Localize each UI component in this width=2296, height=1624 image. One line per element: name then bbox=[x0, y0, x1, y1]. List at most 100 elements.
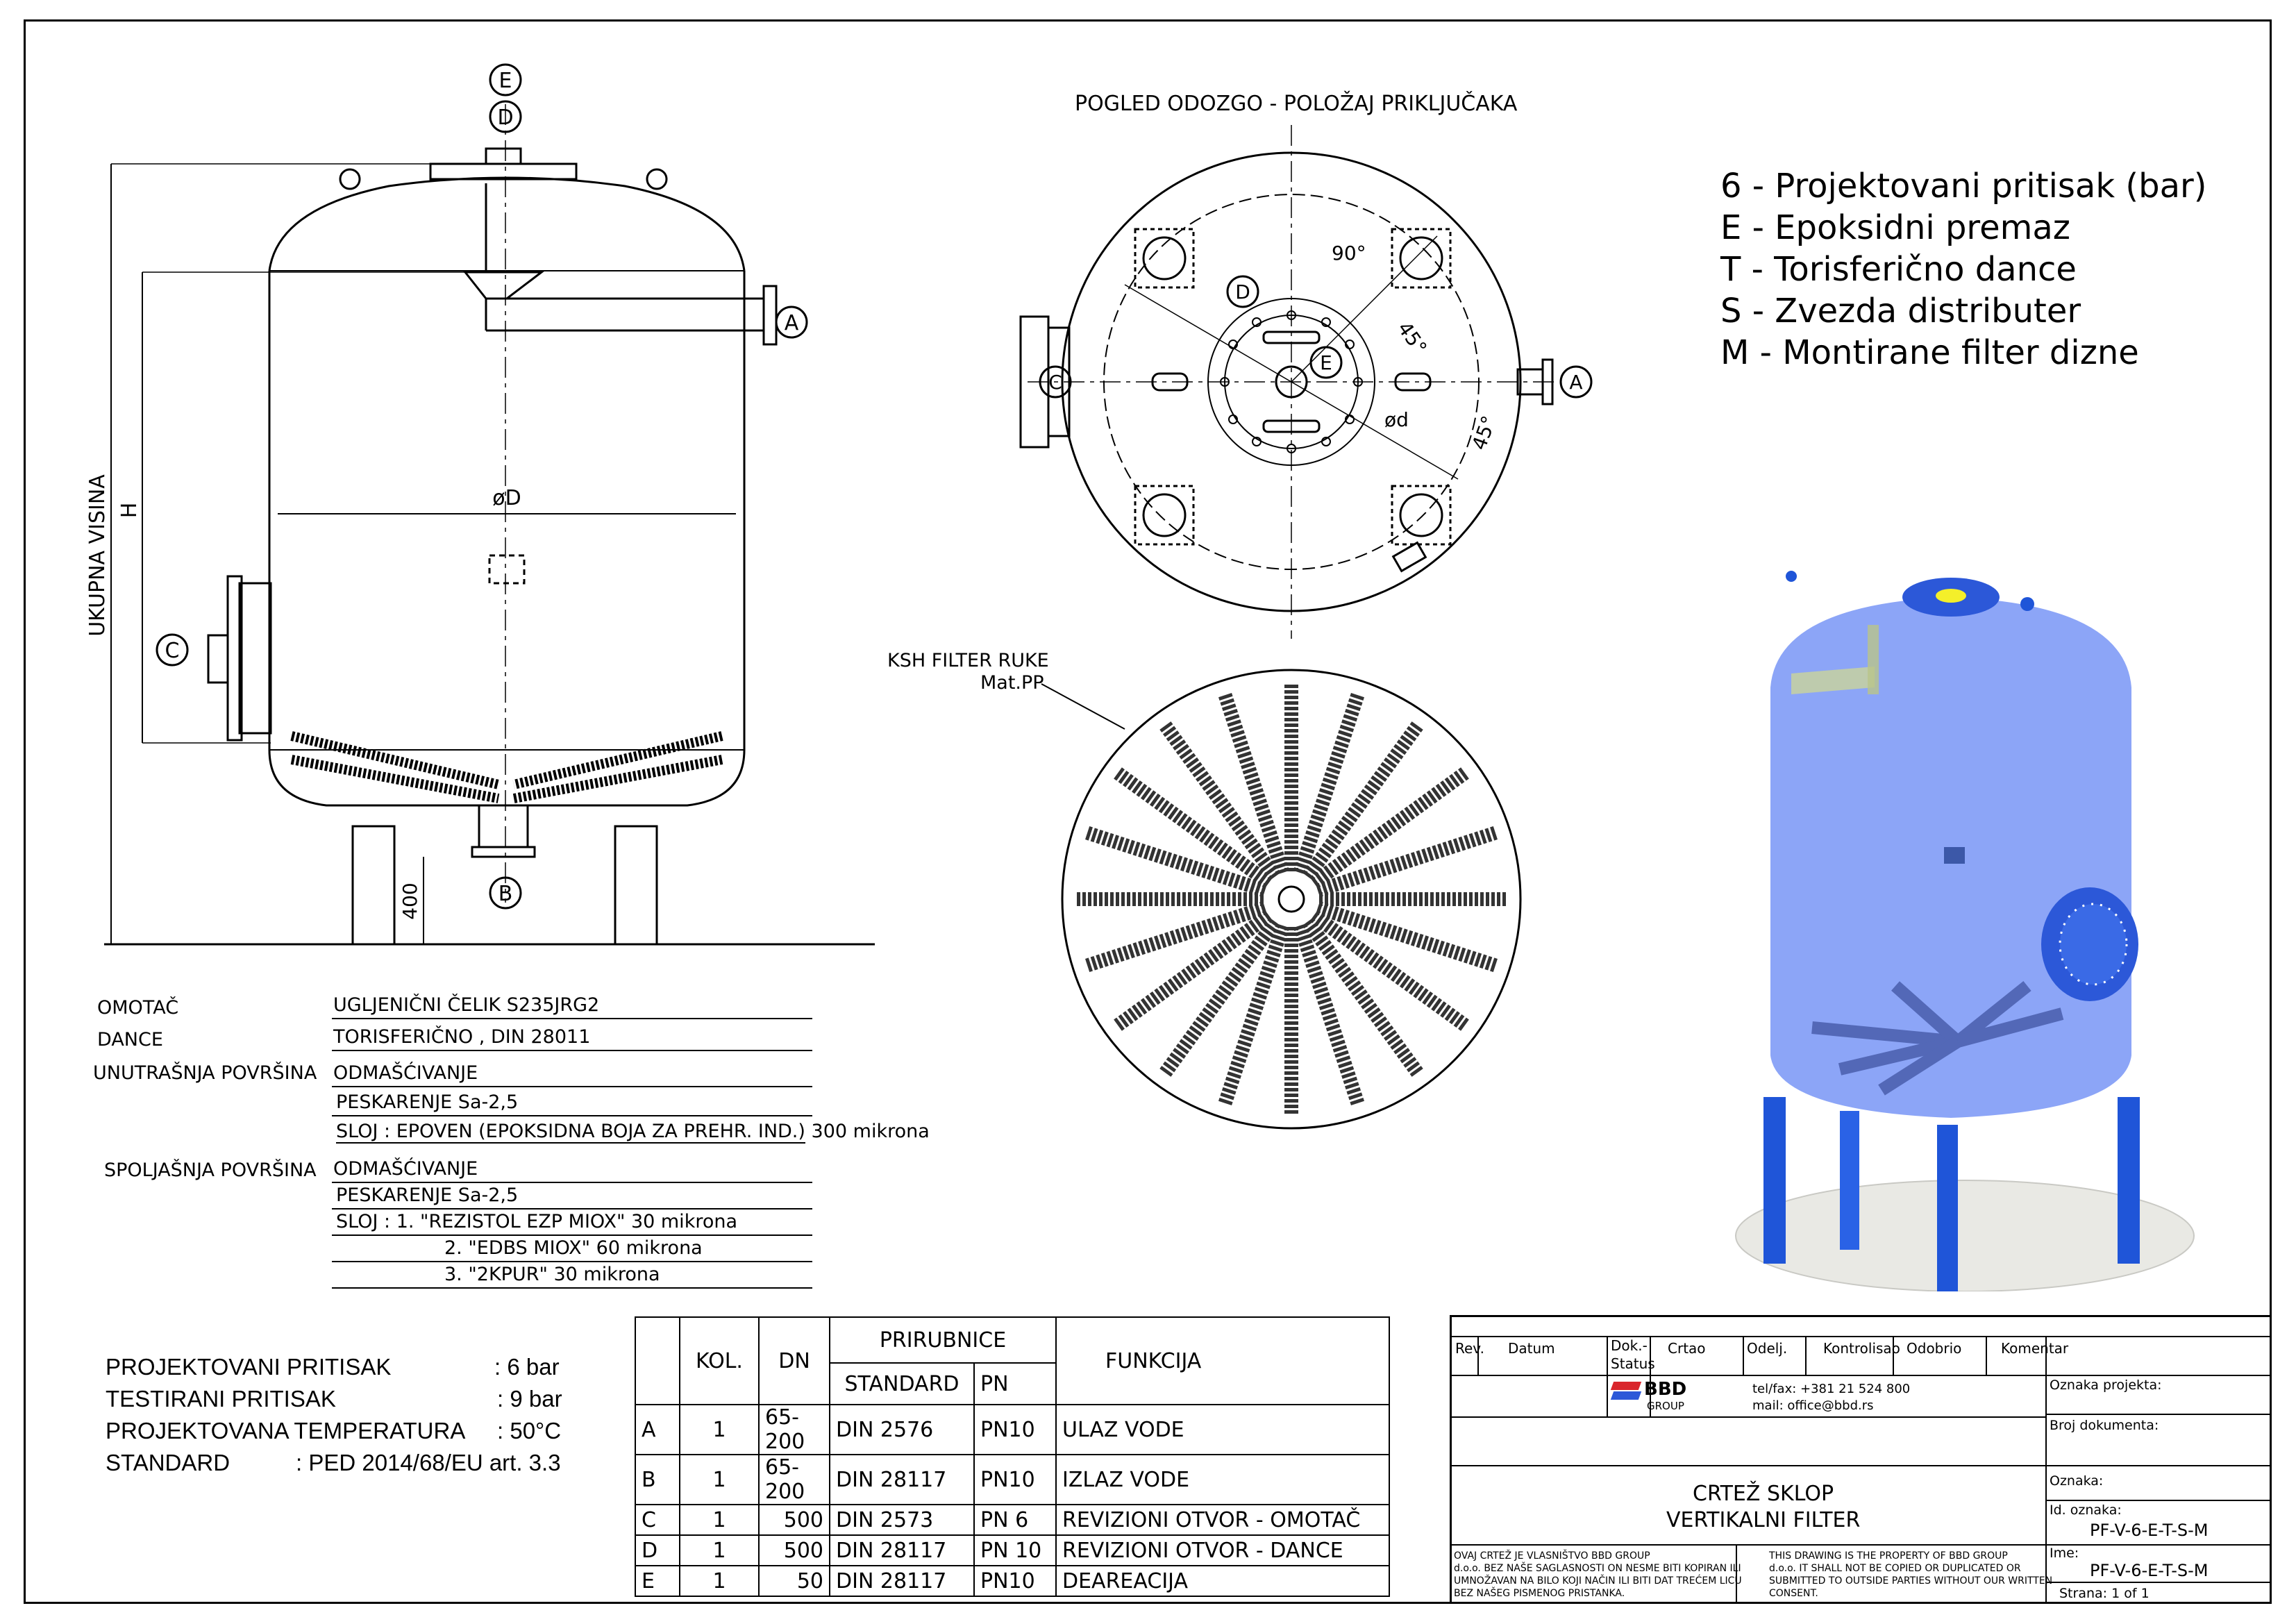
material-value: PESKARENJE Sa-2,5 bbox=[336, 1184, 519, 1206]
notice-sr: OVAJ CRTEŽ JE VLASNIŠTVO BBD GROUP d.o.o… bbox=[1454, 1550, 1742, 1599]
bbd-logo-icon bbox=[1610, 1382, 1642, 1407]
material-value: ODMAŠĆIVANJE bbox=[333, 1158, 478, 1180]
tb-doc-label: Broj dokumenta: bbox=[2050, 1418, 2159, 1433]
dim-400: 400 bbox=[399, 882, 421, 919]
material-label: UNUTRAŠNJA POVRŠINA bbox=[93, 1062, 317, 1084]
tb-name-label: Ime: bbox=[2050, 1546, 2079, 1561]
company-sub: GROUP bbox=[1647, 1400, 1684, 1412]
filter-arm bbox=[1293, 692, 1365, 876]
tb-odobrio: Odobrio bbox=[1907, 1340, 1962, 1357]
connections-table: KOL. DN PRIRUBNICE FUNKCIJA STANDARD PN … bbox=[635, 1316, 1390, 1597]
tb-page: Strana: 1 of 1 bbox=[2059, 1586, 2150, 1601]
label-a-top: A bbox=[1569, 371, 1582, 394]
col-standard: STANDARD bbox=[829, 1362, 975, 1405]
drawing-title-1: CRTEŽ SKLOP bbox=[1693, 1482, 1834, 1506]
filter-arm bbox=[1084, 826, 1268, 898]
filter-arms-drawing bbox=[1041, 669, 1522, 1130]
tb-id-label: Id. oznaka: bbox=[2050, 1502, 2122, 1518]
material-value: 2. "EDBS MIOX" 60 mikrona bbox=[444, 1237, 703, 1259]
tb-komentar: Komentar bbox=[2001, 1340, 2069, 1357]
drawing-frame bbox=[24, 19, 2272, 1604]
layer-epoven: SLOJ : EPOVEN (EPOKSIDNA BOJA ZA PREHR. … bbox=[336, 1121, 805, 1144]
material-label: OMOTAČ bbox=[97, 997, 179, 1019]
tb-id-value: PF-V-6-E-T-S-M bbox=[2090, 1521, 2209, 1540]
filter-arm bbox=[1218, 692, 1290, 876]
material-value: PESKARENJE Sa-2,5 bbox=[336, 1091, 519, 1113]
tb-odelj: Odelj. bbox=[1747, 1340, 1788, 1357]
label-a-side: A bbox=[785, 311, 799, 335]
filter-arm bbox=[1218, 923, 1290, 1106]
spec-value: : 6 bar bbox=[494, 1354, 560, 1380]
dim-diameter: øD bbox=[492, 486, 521, 510]
filter-arm bbox=[1293, 923, 1365, 1106]
col-pn: PN bbox=[973, 1362, 1057, 1405]
col-dn: DN bbox=[758, 1316, 830, 1405]
drawing-title-2: VERTIKALNI FILTER bbox=[1666, 1508, 1861, 1532]
company-mail: mail: office@bbd.rs bbox=[1752, 1398, 1874, 1413]
angle-45b: 45° bbox=[1468, 412, 1501, 453]
notice-en: THIS DRAWING IS THE PROPERTY OF BBD GROU… bbox=[1769, 1550, 2053, 1599]
legend-line: E - Epoksidni premaz bbox=[1720, 208, 2070, 247]
label-e-top: E bbox=[1320, 351, 1332, 374]
layer-epoven-thickness: 300 mikrona bbox=[805, 1121, 930, 1142]
tb-kontrolisao: Kontrolisao bbox=[1823, 1340, 1900, 1357]
spec-value: : PED 2014/68/EU art. 3.3 bbox=[296, 1450, 561, 1475]
label-b-side: B bbox=[498, 882, 513, 906]
filter-arm bbox=[1084, 901, 1268, 973]
spec-value: : 50°C bbox=[497, 1418, 562, 1443]
spec-label: PROJEKTOVANA TEMPERATURA bbox=[106, 1418, 466, 1443]
filter-arm bbox=[1315, 826, 1498, 898]
filter-arms-label: KSH FILTER RUKE bbox=[887, 650, 1049, 671]
spec-label: STANDARD bbox=[106, 1450, 231, 1475]
side-view-drawing: E D A C B øD UKUPNA VISINA H 400 bbox=[85, 63, 875, 946]
angle-45a: 45° bbox=[1393, 317, 1432, 359]
spec-value: : 9 bar bbox=[497, 1386, 562, 1412]
tb-mark-label: Oznaka: bbox=[2050, 1473, 2104, 1489]
dim-small-d: ød bbox=[1384, 408, 1409, 431]
render-3d-vessel bbox=[1735, 571, 2195, 1291]
company-name: BBD bbox=[1644, 1379, 1687, 1400]
legend-line: 6 - Projektovani pritisak (bar) bbox=[1720, 167, 2207, 206]
top-view-title: POGLED ODOZGO - POLOŽAJ PRIKLJUČAKA bbox=[1075, 92, 1518, 116]
top-view-drawing: D E C A 90° 45° 45° ød bbox=[1019, 125, 1593, 639]
material-value: 3. "2KPUR" 30 mikrona bbox=[444, 1264, 660, 1285]
tb-datum: Datum bbox=[1508, 1340, 1555, 1357]
tb-name-value: PF-V-6-E-T-S-M bbox=[2090, 1561, 2209, 1580]
material-value: SLOJ : 1. "REZISTOL EZP MIOX" 30 mikrona bbox=[336, 1211, 738, 1232]
dim-h: H bbox=[117, 503, 142, 519]
label-d-top: D bbox=[1235, 281, 1250, 303]
col-kol: KOL. bbox=[679, 1316, 760, 1405]
company-phone: tel/fax: +381 21 524 800 bbox=[1752, 1382, 1911, 1396]
label-c-top: C bbox=[1048, 371, 1062, 394]
legend-line: T - Torisferično dance bbox=[1720, 250, 2077, 289]
material-value: TORISFERIČNO , DIN 28011 bbox=[333, 1026, 591, 1048]
tb-project-label: Oznaka projekta: bbox=[2050, 1378, 2162, 1393]
label-d-side: D bbox=[497, 106, 513, 130]
filter-arm bbox=[1315, 901, 1498, 973]
col-flanges: PRIRUBNICE bbox=[829, 1316, 1057, 1364]
material-value: ODMAŠĆIVANJE bbox=[333, 1062, 478, 1084]
material-label: SPOLJAŠNJA POVRŠINA bbox=[104, 1160, 317, 1181]
dim-total-height: UKUPNA VISINA bbox=[85, 474, 110, 637]
spec-label: TESTIRANI PRITISAK bbox=[106, 1386, 336, 1412]
angle-90: 90° bbox=[1332, 242, 1366, 265]
spec-label: PROJEKTOVANI PRITISAK bbox=[106, 1354, 392, 1380]
label-c-side: C bbox=[165, 639, 180, 663]
tb-status: Status bbox=[1611, 1355, 1655, 1372]
material-label: DANCE bbox=[97, 1029, 163, 1050]
material-value: UGLJENIČNI ČELIK S235JRG2 bbox=[333, 994, 600, 1016]
legend-line: M - Montirane filter dizne bbox=[1720, 333, 2139, 372]
tb-rev: Rev. bbox=[1455, 1340, 1484, 1357]
tb-dok: Dok.- bbox=[1611, 1337, 1648, 1354]
title-block bbox=[1450, 1315, 2272, 1604]
tb-crtao: Crtao bbox=[1668, 1340, 1706, 1357]
col-function: FUNKCIJA bbox=[1055, 1316, 1390, 1405]
label-e-side: E bbox=[499, 69, 512, 93]
filter-arms-material: Mat.PP bbox=[980, 672, 1044, 694]
material-value-layer: SLOJ : EPOVEN (EPOKSIDNA BOJA ZA PREHR. … bbox=[336, 1121, 930, 1144]
